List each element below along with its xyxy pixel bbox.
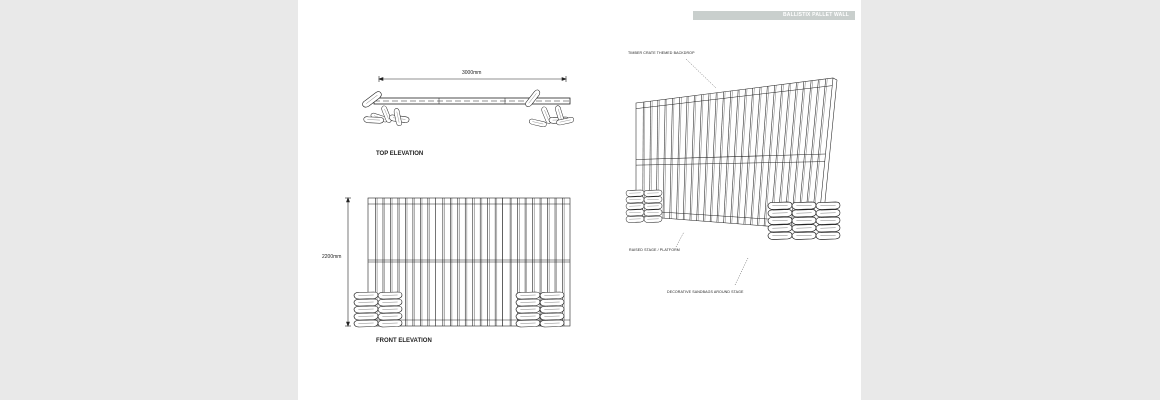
sandbag	[515, 319, 541, 328]
sandbag	[353, 319, 379, 328]
sandbag	[791, 208, 817, 218]
note-timber-backdrop: TIMBER CRATE THEMED BACKDROP	[628, 51, 695, 55]
sandbag	[791, 201, 817, 211]
sandbag	[767, 216, 793, 226]
note-decorative-sandbags: DECORATIVE SANDBAGS AROUND STAGE	[667, 290, 744, 294]
sandbag	[643, 202, 663, 210]
sandbags-plan-left	[360, 89, 410, 127]
sandbag	[539, 291, 565, 300]
perspective-drawing	[625, 58, 841, 286]
sandbag	[625, 196, 645, 204]
front-elevation-title: FRONT ELEVATION	[376, 338, 432, 344]
sandbag	[377, 291, 403, 300]
sandbag	[767, 208, 793, 218]
top-dimension-line	[378, 76, 567, 82]
sandbag	[353, 312, 379, 321]
sandbag	[539, 305, 565, 314]
sandbags-perspective-right	[767, 201, 841, 241]
sandbag	[767, 201, 793, 211]
sandbag	[815, 231, 841, 241]
sandbag	[353, 305, 379, 314]
sandbag	[515, 312, 541, 321]
front-dimension-line	[345, 197, 351, 327]
wall-stringer	[635, 85, 833, 109]
sandbag	[377, 319, 403, 328]
document-title: BALLISTIX PALLET WALL	[782, 12, 849, 18]
front-height-dimension: 2200mm	[322, 254, 342, 260]
sandbag	[791, 231, 817, 241]
sandbags-plan-right	[523, 88, 575, 129]
sandbag	[353, 291, 379, 300]
sandbag	[539, 312, 565, 321]
sandbag	[625, 209, 645, 217]
front-elevation-drawing	[345, 197, 571, 328]
sandbag	[515, 305, 541, 314]
sandbag	[515, 298, 541, 307]
sandbag	[767, 231, 793, 241]
wall-stringer	[635, 161, 825, 166]
top-elevation-title: TOP ELEVATION	[376, 151, 424, 157]
annotation-leaders	[675, 58, 749, 286]
sandbag	[815, 201, 841, 211]
sandbag	[539, 319, 565, 328]
note-raised-stage: RAISED STAGE / PLATFORM	[629, 248, 680, 252]
wall-stringer	[635, 153, 826, 160]
sandbag	[625, 189, 645, 197]
sandbag	[643, 215, 663, 223]
sandbag	[643, 189, 663, 197]
sandbag	[625, 202, 645, 210]
sandbag	[539, 298, 565, 307]
top-width-dimension: 3000mm	[462, 70, 482, 76]
sandbag	[377, 305, 403, 314]
sandbag	[353, 298, 379, 307]
sandbag	[643, 209, 663, 217]
top-elevation-drawing	[360, 76, 575, 129]
sandbag	[377, 298, 403, 307]
sandbag	[815, 223, 841, 233]
sandbag	[515, 291, 541, 300]
header-bar: BALLISTIX PALLET WALL	[693, 11, 855, 20]
wall-plan	[373, 97, 571, 105]
sandbag	[791, 223, 817, 233]
wall-edge	[832, 77, 838, 81]
pallet-wall-perspective	[635, 77, 838, 233]
sandbag	[643, 196, 663, 204]
sandbag	[767, 223, 793, 233]
sandbag	[815, 216, 841, 226]
sandbag	[791, 216, 817, 226]
sandbag	[377, 312, 403, 321]
sandbag	[815, 208, 841, 218]
sandbag	[625, 215, 645, 223]
